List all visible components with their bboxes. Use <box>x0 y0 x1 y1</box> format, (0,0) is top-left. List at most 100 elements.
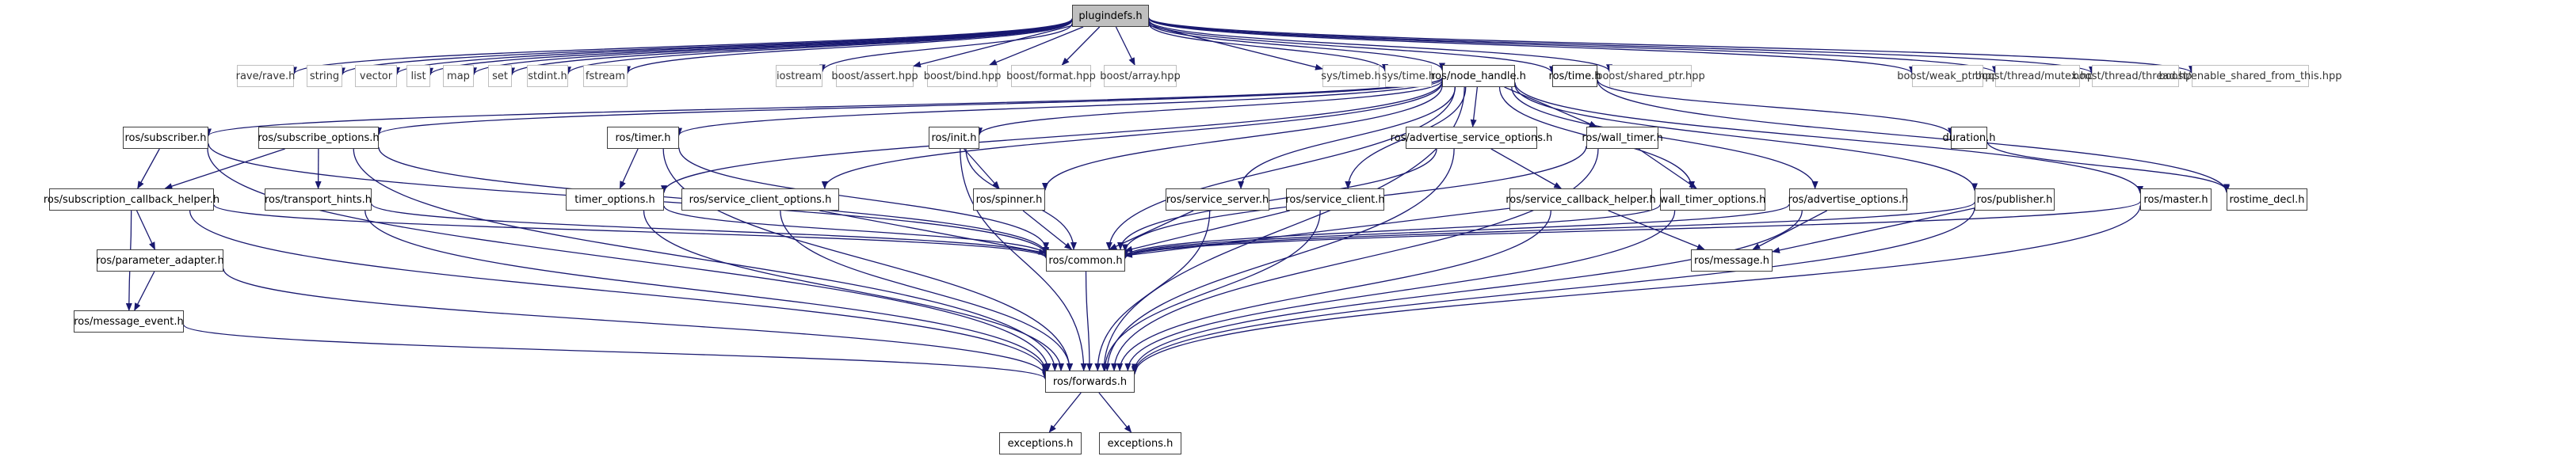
node-exceptions-h-2[interactable]: exceptions.h <box>1099 432 1181 454</box>
edge-duration-to-rostime_decl <box>1986 141 2230 192</box>
node-string: string <box>307 65 342 87</box>
edge-plugindefs-to-rave <box>291 17 1073 75</box>
edge-service_server-to-common <box>1109 210 1194 250</box>
node-ros-wall-timer-h[interactable]: ros/wall_timer.h <box>1582 127 1663 149</box>
edge-plugindefs-to-b_array <box>1115 26 1135 66</box>
node-wall-timer-options-h[interactable]: wall_timer_options.h <box>1660 188 1765 211</box>
node-rave-rave-h: rave/rave.h <box>236 65 295 87</box>
edge-node_handle-to-srv_client_opts <box>821 82 1443 189</box>
node-boost-array-hpp: boost/array.hpp <box>1100 65 1181 87</box>
edge-plugindefs-to-sys_timeb <box>1148 25 1323 70</box>
node-duration-h[interactable]: duration.h <box>1942 127 1996 149</box>
node-fstream: fstream <box>583 65 628 87</box>
node-boost-bind-hpp: boost/bind.hpp <box>924 65 1001 87</box>
edge-plugindefs-to-vector <box>394 18 1073 75</box>
node-boost-enable-shared-from-this-hpp: boost/enable_shared_from_this.hpp <box>2158 65 2342 87</box>
edge-node_handle-to-timer_options <box>661 81 1443 194</box>
edge-adv_srv_opts-to-srv_cb_helper <box>1490 148 1563 189</box>
edge-plugindefs-to-b_weak_ptr <box>1148 17 1915 74</box>
edge-wall_timer-to-forwards <box>1111 148 1599 371</box>
edge-srv_client_opts-to-common <box>819 210 1047 255</box>
edge-node_handle-to-spinner <box>1042 86 1443 192</box>
edge-adv_srv_opts-to-common <box>1117 148 1437 250</box>
edge-publisher-to-common <box>1122 201 1975 259</box>
node-ros-message-event-h[interactable]: ros/message_event.h <box>74 310 184 333</box>
edge-plugindefs-to-b_mutex <box>1148 17 1998 74</box>
edge-timer_options-to-forwards <box>643 210 1064 371</box>
edge-plugindefs-to-iostream <box>819 23 1073 73</box>
node-ros-subscriber-h[interactable]: ros/subscriber.h <box>123 127 208 149</box>
edge-common-to-forwards <box>1085 271 1093 371</box>
node-ros-timer-h[interactable]: ros/timer.h <box>607 127 679 149</box>
edge-wall_timer_options-to-forwards <box>1124 210 1676 371</box>
edge-subscribe_options-to-sub_cb_helper <box>164 148 285 189</box>
edge-plugindefs-to-node_handle <box>1148 21 1445 71</box>
edge-service_server-to-forwards <box>1094 210 1211 371</box>
edge-plugindefs-to-sys_time <box>1148 23 1388 73</box>
node-exceptions-h[interactable]: exceptions.h <box>999 432 1082 454</box>
edge-timer-to-timer_options <box>619 148 639 189</box>
edge-forwards-to-exceptions1 <box>1048 392 1082 433</box>
node-ros-common-h[interactable]: ros/common.h <box>1046 249 1125 272</box>
node-stdint-h: stdint.h <box>527 65 568 87</box>
edge-subscriber-to-sub_cb_helper <box>137 148 160 189</box>
edge-init-to-forwards <box>960 148 1087 371</box>
edge-subscribe_options-to-forwards <box>353 148 1059 371</box>
edge-plugindefs-to-b_shared_ptr <box>1148 20 1612 73</box>
edge-node_handle-to-publisher <box>1514 84 1978 192</box>
edge-ros_time-to-rostime_decl <box>1597 80 2230 193</box>
edge-timer-to-common <box>678 147 1049 251</box>
node-plugindefs: plugindefs.h <box>1072 5 1149 27</box>
edge-node_handle-to-service_server <box>1238 86 1456 189</box>
edge-plugindefs-to-b_assert <box>913 25 1073 68</box>
node-boost-shared-ptr-hpp: boost/shared_ptr.hpp <box>1596 65 1705 87</box>
node-ros-advertise-options-h[interactable]: ros/advertise_options.h <box>1788 188 1908 211</box>
node-ros-forwards-h[interactable]: ros/forwards.h <box>1045 371 1135 393</box>
node-ros-message-h[interactable]: ros/message.h <box>1691 249 1773 272</box>
edge-node_handle-to-timer <box>676 78 1443 136</box>
node-sys-time-h: sys/time.h <box>1382 65 1435 87</box>
edge-plugindefs-to-fstream <box>624 20 1073 74</box>
node-boost-thread-mutex-hpp: boost/thread/mutex.hpp <box>1975 65 2100 87</box>
edge-node_handle-to-common <box>1105 86 1456 250</box>
node-timer-options-h[interactable]: timer_options.h <box>566 188 664 211</box>
edge-node_handle-to-adv_srv_opts <box>1470 86 1479 127</box>
node-boost-assert-hpp: boost/assert.hpp <box>831 65 918 87</box>
edge-srv_client_opts-to-forwards <box>780 210 1074 371</box>
edge-advertise_options-to-forwards <box>1132 210 1803 372</box>
edge-plugindefs-to-b_format <box>1061 26 1101 66</box>
node-sys-timeb-h: sys/timeb.h <box>1321 65 1381 87</box>
edge-plugindefs-to-stdint <box>565 19 1073 75</box>
node-ros-service-client-options-h[interactable]: ros/service_client_options.h <box>681 188 839 211</box>
node-ros-subscription-callback-helper-h[interactable]: ros/subscription_callback_helper.h <box>44 188 219 211</box>
edge-node_handle-to-subscribe_options <box>376 77 1443 135</box>
node-ros-transport-hints-h[interactable]: ros/transport_hints.h <box>265 188 372 211</box>
node-ros-parameter-adapter-h[interactable]: ros/parameter_adapter.h <box>96 249 224 272</box>
node-ros-publisher-h[interactable]: ros/publisher.h <box>1975 188 2055 211</box>
node-ros-spinner-h[interactable]: ros/spinner.h <box>973 188 1045 211</box>
edge-node_handle-to-master <box>1514 82 2143 195</box>
edge-init-to-spinner <box>963 148 1000 189</box>
edge-plugindefs-to-b_esft <box>1148 17 2195 74</box>
node-ros-node-handle-h[interactable]: ros/node_handle.h <box>1431 65 1526 87</box>
node-boost-thread-thread-hpp: boost/thread/thread.hpp <box>2073 65 2198 87</box>
edge-service_client-to-forwards <box>1101 210 1321 371</box>
node-ros-service-client-h[interactable]: ros/service_client.h <box>1285 188 1385 211</box>
node-ros-init-h[interactable]: ros/init.h <box>929 127 979 149</box>
edge-master-to-common <box>1122 200 2141 260</box>
node-ros-time-h[interactable]: ros/time.h <box>1549 65 1601 87</box>
node-ros-service-callback-helper-h[interactable]: ros/service_callback_helper.h <box>1506 188 1656 211</box>
node-ros-subscribe-options-h[interactable]: ros/subscribe_options.h <box>258 127 380 149</box>
edge-node_handle-to-subscriber <box>205 77 1443 137</box>
node-ros-service-server-h[interactable]: ros/service_server.h <box>1166 188 1269 211</box>
node-ros-advertise-service-options-h[interactable]: ros/advertise_service_options.h <box>1391 127 1552 149</box>
edge-plugindefs-to-b_bind <box>989 26 1084 66</box>
edge-plugindefs-to-ros_time <box>1148 21 1555 74</box>
node-ros-master-h[interactable]: ros/master.h <box>2140 188 2212 211</box>
edge-sub_cb_helper-to-common <box>213 204 1049 259</box>
node-set: set <box>488 65 512 87</box>
edge-ros_time-to-duration <box>1597 79 1954 136</box>
node-iostream: iostream <box>776 65 822 87</box>
node-rostime-decl-h[interactable]: rostime_decl.h <box>2227 188 2307 211</box>
